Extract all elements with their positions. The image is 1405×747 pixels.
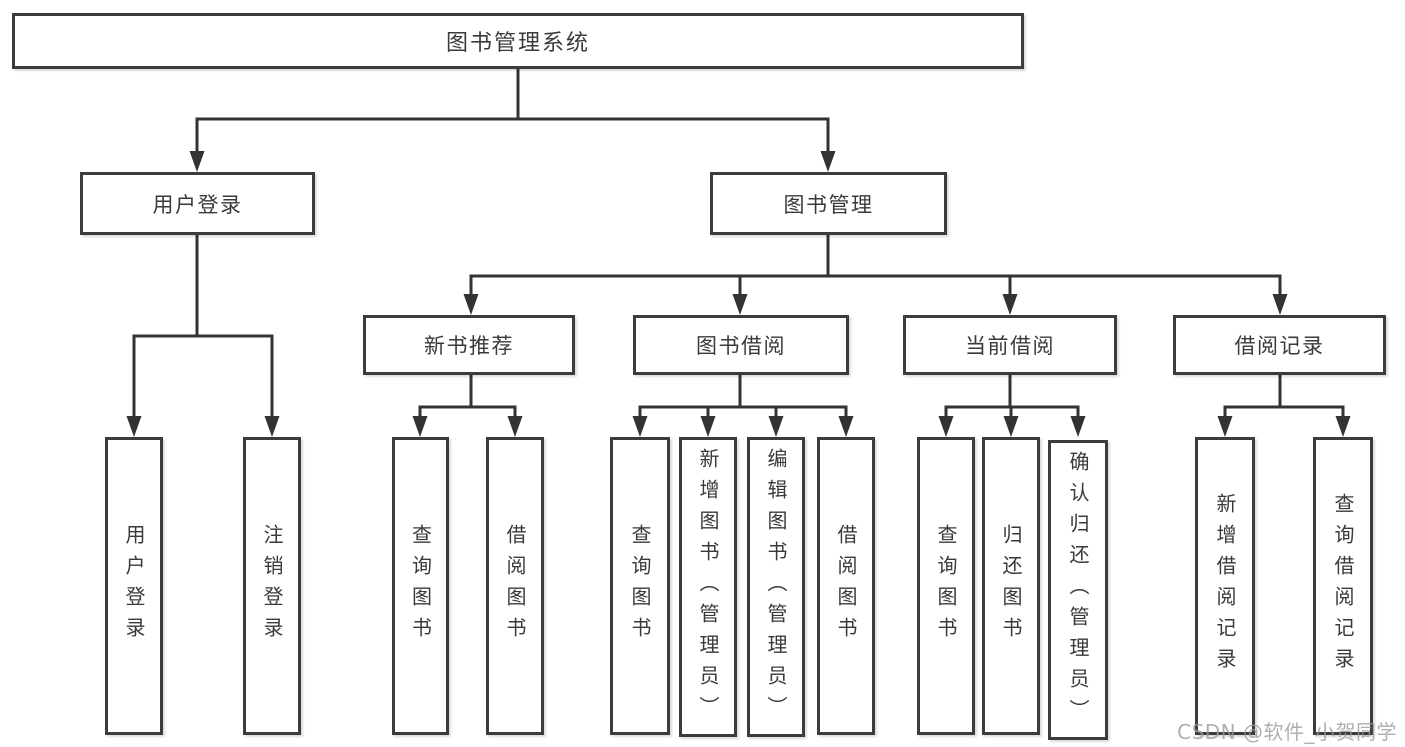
node-root-system-label: 图书管理系统 <box>445 31 590 56</box>
leaf-query-books-current: 查询图书 <box>917 437 975 735</box>
connector-lines <box>126 69 1351 437</box>
leaf-borrow-books-borrowing-label: 借阅图书 <box>834 524 858 648</box>
node-root-system: 图书管理系统 <box>12 13 1024 69</box>
leaf-borrow-books-recommend-label: 借阅图书 <box>503 524 527 648</box>
leaf-logout: 注销登录 <box>243 437 301 735</box>
node-user-login-label: 用户登录 <box>152 192 243 217</box>
leaf-user-login-label: 用户登录 <box>122 524 146 648</box>
leaf-query-books-recommend: 查询图书 <box>392 437 449 735</box>
leaf-add-borrow-record-label: 新增借阅记录 <box>1213 493 1237 679</box>
leaf-return-books-label: 归还图书 <box>999 524 1023 648</box>
arrowheads <box>126 151 1351 437</box>
leaf-confirm-return-admin: 确认归还（管理员） <box>1048 440 1108 740</box>
leaf-query-books-current-label: 查询图书 <box>934 524 958 648</box>
node-book-management-label: 图书管理 <box>783 192 874 217</box>
node-borrowing-records: 借阅记录 <box>1173 315 1386 375</box>
leaf-add-books-admin-label: 新增图书（管理员） <box>696 447 720 727</box>
leaf-borrow-books-recommend: 借阅图书 <box>486 437 544 735</box>
leaf-query-borrow-record-label: 查询借阅记录 <box>1331 493 1355 679</box>
node-book-borrowing-label: 图书借阅 <box>696 334 786 358</box>
leaf-edit-books-admin-label: 编辑图书（管理员） <box>764 447 788 727</box>
leaf-return-books: 归还图书 <box>982 437 1040 735</box>
leaf-user-login: 用户登录 <box>105 437 163 735</box>
leaf-confirm-return-admin-label: 确认归还（管理员） <box>1066 450 1090 730</box>
node-new-book-recommend: 新书推荐 <box>363 315 575 375</box>
node-current-borrowing: 当前借阅 <box>903 315 1117 375</box>
leaf-add-books-admin: 新增图书（管理员） <box>679 437 737 737</box>
leaf-query-books-borrowing-label: 查询图书 <box>628 524 652 648</box>
node-book-management: 图书管理 <box>710 172 947 235</box>
node-user-login: 用户登录 <box>80 172 315 235</box>
node-borrowing-records-label: 借阅记录 <box>1234 334 1325 358</box>
leaf-query-books-recommend-label: 查询图书 <box>408 524 433 648</box>
leaf-query-borrow-record: 查询借阅记录 <box>1313 437 1373 735</box>
node-book-borrowing: 图书借阅 <box>633 315 849 375</box>
leaf-query-books-borrowing: 查询图书 <box>610 437 670 735</box>
leaf-edit-books-admin: 编辑图书（管理员） <box>747 437 805 737</box>
csdn-watermark: CSDN @软件_小贺同学 <box>1177 720 1397 744</box>
node-current-borrowing-label: 当前借阅 <box>965 334 1055 358</box>
leaf-add-borrow-record: 新增借阅记录 <box>1195 437 1255 735</box>
leaf-logout-label: 注销登录 <box>260 524 284 648</box>
leaf-borrow-books-borrowing: 借阅图书 <box>817 437 875 735</box>
node-new-book-recommend-label: 新书推荐 <box>424 334 514 358</box>
